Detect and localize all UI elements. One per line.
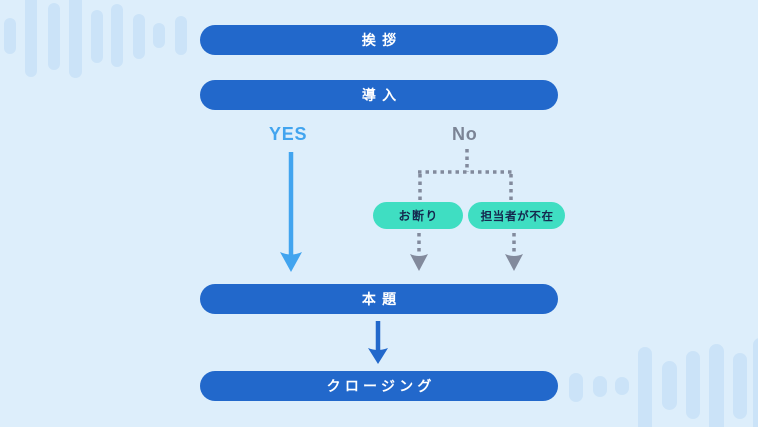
wave-bar-icon — [686, 351, 700, 419]
node-introduction: 導入 — [200, 80, 558, 110]
outcome-rejection-label: お断り — [398, 209, 439, 223]
outcome-absent-label: 担当者が不在 — [480, 210, 554, 223]
wave-bar-icon — [175, 16, 187, 55]
node-greeting-label: 挨拶 — [361, 32, 403, 48]
wave-bar-icon — [25, 0, 37, 77]
node-main-topic-label: 本題 — [361, 291, 403, 307]
wave-bar-icon — [638, 347, 652, 427]
node-main-topic: 本題 — [200, 284, 558, 314]
wave-bar-icon — [615, 377, 629, 395]
rejection-arrowhead-icon — [410, 254, 428, 271]
yes-arrow — [280, 152, 302, 272]
wave-bar-icon — [91, 10, 103, 63]
wave-bar-icon — [4, 18, 16, 54]
wave-bar-icon — [733, 353, 747, 419]
wave-bar-icon — [662, 361, 677, 410]
outcome-rejection: お断り — [373, 202, 463, 229]
wave-bar-icon — [111, 4, 123, 67]
wave-bar-icon — [48, 3, 60, 70]
wave-bar-icon — [753, 338, 758, 427]
wave-bar-icon — [133, 14, 145, 59]
wave-bar-icon — [69, 0, 82, 78]
node-introduction-label: 導入 — [361, 87, 403, 103]
node-greeting: 挨拶 — [200, 25, 558, 55]
wave-bar-icon — [709, 344, 724, 427]
outcome-absent: 担当者が不在 — [468, 202, 565, 229]
branch-label-no: No — [452, 124, 478, 144]
absent-arrowhead-icon — [505, 254, 523, 271]
branch-label-yes: YES — [269, 124, 308, 144]
wave-bar-icon — [593, 376, 607, 397]
node-closing: クロージング — [200, 371, 558, 401]
node-closing-label: クロージング — [326, 378, 436, 394]
wave-bar-icon — [153, 23, 165, 48]
wave-bar-icon — [569, 373, 583, 402]
main-to-closing-arrow — [368, 321, 388, 364]
